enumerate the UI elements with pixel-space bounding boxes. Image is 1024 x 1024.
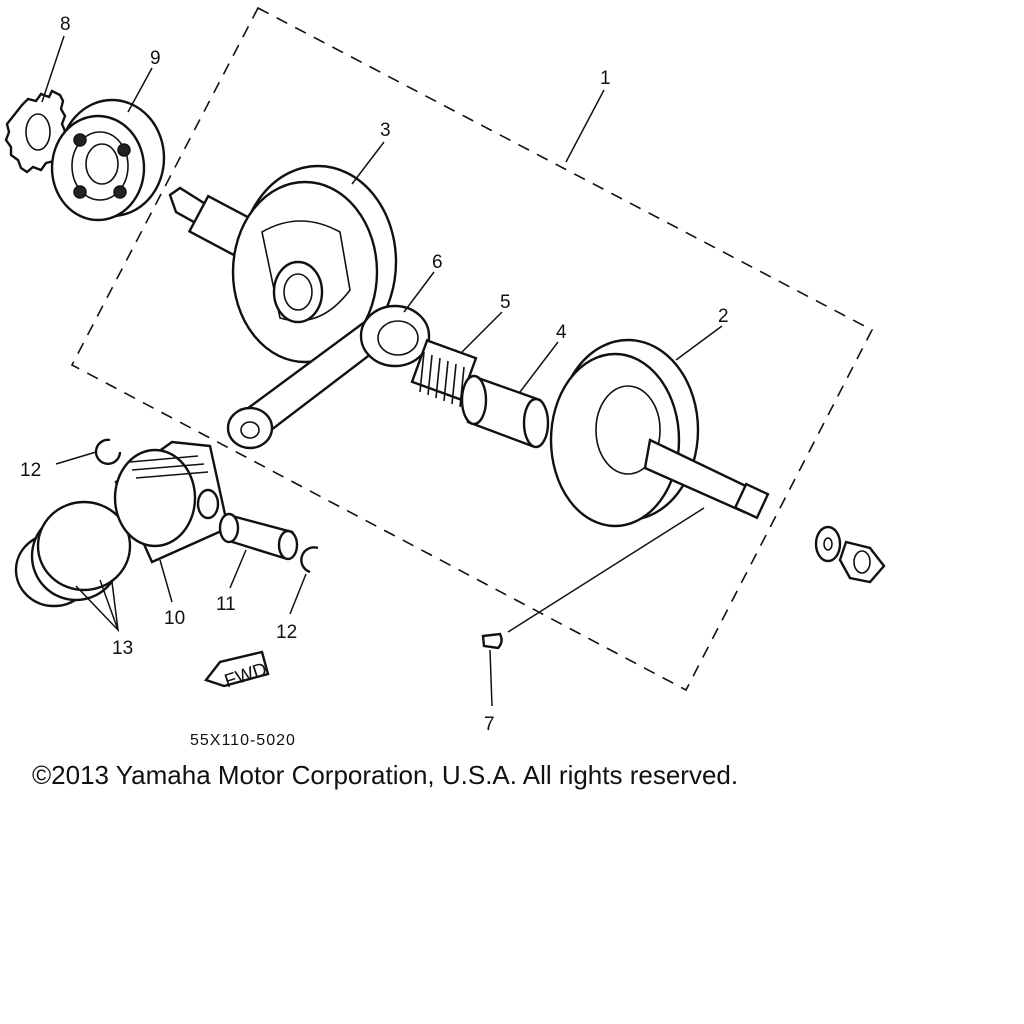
part-3-crank-left (168, 164, 398, 364)
diagram-code: 55X110-5020 (190, 732, 296, 749)
part-2-crank-right (549, 338, 770, 528)
shaft-nut-and-washer (814, 525, 886, 584)
part-9-bearing (50, 98, 166, 222)
callout-1: 1 (600, 68, 611, 89)
callout-9: 9 (150, 48, 161, 69)
part-4-crank-pin (460, 374, 550, 449)
part-12-circlip-upper (94, 438, 122, 466)
part-11-piston-pin (218, 512, 299, 561)
callout-2: 2 (718, 306, 729, 327)
callout-7: 7 (484, 714, 495, 735)
part-13-piston-rings (14, 500, 132, 608)
part-10-piston (113, 440, 230, 564)
leader-lines (41, 35, 723, 707)
part-6-connecting-rod (226, 304, 431, 450)
callout-8: 8 (60, 14, 71, 35)
callout-3: 3 (380, 120, 391, 141)
callout-5: 5 (500, 292, 511, 313)
copyright-notice: ©2013 Yamaha Motor Corporation, U.S.A. A… (32, 760, 739, 790)
callout-4: 4 (556, 322, 567, 343)
fwd-arrow: FWD (204, 650, 270, 692)
callout-12-upper: 12 (20, 460, 41, 481)
callout-6: 6 (432, 252, 443, 273)
callout-13: 13 (112, 638, 133, 659)
callout-11: 11 (216, 594, 236, 615)
assembly-boundary-dashed (70, 6, 874, 692)
callout-12-lower: 12 (276, 622, 297, 643)
part-12-circlip-lower (300, 546, 319, 574)
crankshaft-piston-exploded-diagram: FWD 1 2 3 4 5 6 7 8 9 10 11 12 12 13 55X… (4, 6, 886, 749)
callout-10: 10 (164, 608, 185, 629)
part-7-key (481, 632, 503, 650)
